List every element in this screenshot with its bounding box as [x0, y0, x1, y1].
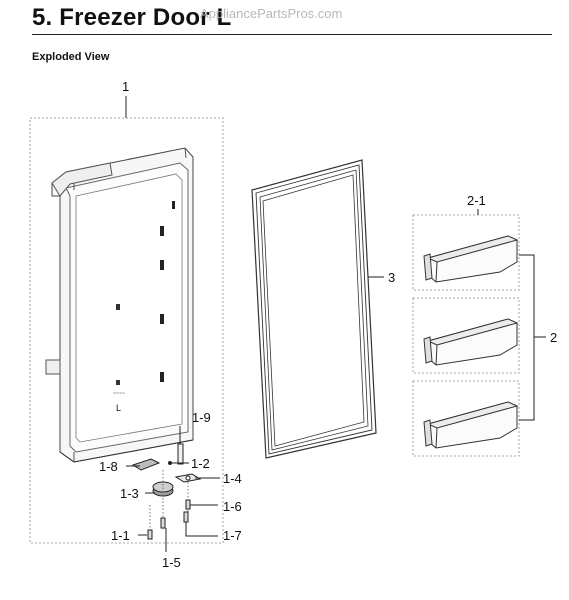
- part-1-2-bushing: [168, 461, 172, 465]
- guard-box-3: [412, 380, 520, 457]
- part-1-7-pin: [183, 511, 189, 523]
- callout-1-9: 1-9: [192, 410, 211, 425]
- svg-text:~~~~: ~~~~: [113, 391, 125, 397]
- callout-1-5: 1-5: [162, 555, 181, 570]
- callout-1-1: 1-1: [111, 528, 130, 543]
- title-rule: [32, 34, 552, 35]
- door-marking-letter: L: [116, 403, 121, 413]
- callout-2-1: 2-1: [467, 193, 486, 208]
- guard-box-2: [412, 297, 520, 374]
- callout-1-4: 1-4: [223, 471, 242, 486]
- part-1-1-screw: [147, 529, 153, 540]
- door-guard-3: [423, 401, 519, 449]
- door-guard-2: [423, 318, 519, 366]
- callout-1-3: 1-3: [120, 486, 139, 501]
- callout-1: 1: [122, 79, 129, 94]
- callout-1-8: 1-8: [99, 459, 118, 474]
- part-1-5-screw: [160, 517, 166, 529]
- part-1-9-pin: [177, 443, 184, 465]
- view-subtitle: Exploded View: [32, 51, 110, 63]
- hinge-parts: [131, 443, 202, 540]
- callout-1-2: 1-2: [191, 456, 210, 471]
- hinge-leaders: [126, 426, 220, 552]
- page-title: 5. Freezer Door L: [32, 4, 232, 31]
- callout-3: 3: [388, 270, 395, 285]
- door-guard-1: [423, 235, 519, 283]
- door-markings: ~~~~ L: [113, 304, 125, 413]
- door-bin-slots: [160, 201, 175, 382]
- callout-2: 2: [550, 330, 557, 345]
- part-1-8-bracket: [131, 458, 161, 471]
- watermark: AppliancePartsPros.com: [200, 6, 343, 21]
- door-gasket: [251, 159, 377, 459]
- callout-1-7: 1-7: [223, 528, 242, 543]
- callout-1-6: 1-6: [223, 499, 242, 514]
- door-assembly-group-box: [29, 117, 224, 544]
- part-1-6-screw: [185, 499, 191, 510]
- guard-group-bracket: [519, 254, 535, 421]
- guard-box-1: [412, 214, 520, 291]
